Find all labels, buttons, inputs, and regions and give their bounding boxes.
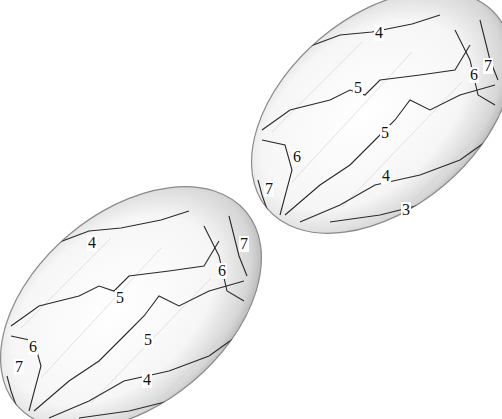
contour-value: 6 <box>469 67 479 83</box>
contour-value: 5 <box>353 80 363 96</box>
contour-value: 5 <box>143 332 153 348</box>
contour-value: 6 <box>217 263 227 279</box>
contour-value: 7 <box>239 236 249 252</box>
contour-value: 3 <box>401 202 411 218</box>
contour-value: 4 <box>142 372 152 388</box>
contour-value: 7 <box>264 181 274 197</box>
contour-value: 6 <box>28 339 38 355</box>
contour-value: 7 <box>483 58 493 74</box>
contour-value: 5 <box>115 290 125 306</box>
contour-value: 4 <box>374 25 384 41</box>
contour-value: 4 <box>381 168 391 184</box>
contour-value: 5 <box>380 125 390 141</box>
contour-value: 4 <box>87 235 97 251</box>
contour-value: 7 <box>14 359 24 375</box>
contour-value: 6 <box>292 149 302 165</box>
